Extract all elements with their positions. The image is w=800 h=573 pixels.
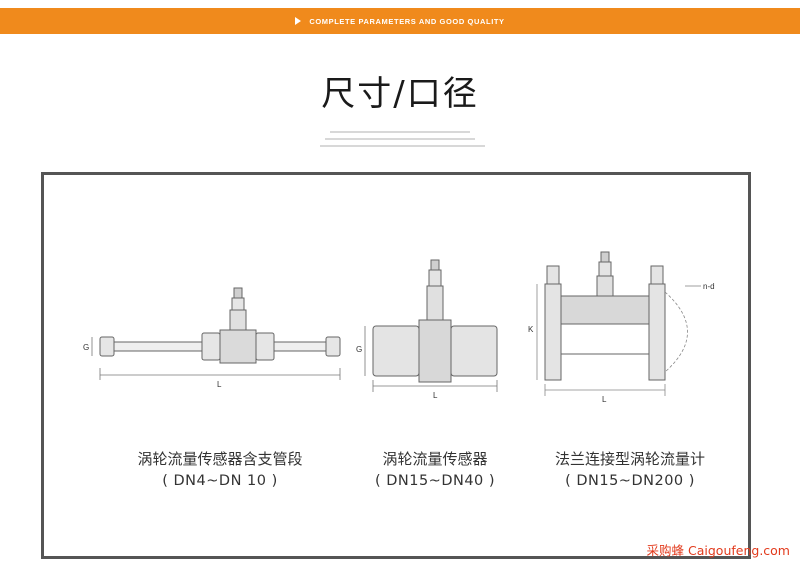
diagram-turbine-sensor: G L xyxy=(356,259,498,400)
caption-branch-pipe-sensor: 涡轮流量传感器含支管段 ( DN4~DN 10 ) xyxy=(80,448,360,492)
decorative-line xyxy=(325,138,475,140)
caption-range: ( DN4~DN 10 ) xyxy=(162,473,278,489)
diagram-branch-pipe-sensor: G L xyxy=(83,287,341,389)
caption-name: 法兰连接型涡轮流量计 xyxy=(554,450,705,468)
dim-l-label: L xyxy=(217,380,222,389)
caption-flange-flowmeter: 法兰连接型涡轮流量计 ( DN15~DN200 ) xyxy=(520,448,740,492)
decorative-line xyxy=(330,131,470,133)
dim-k-label: K xyxy=(528,325,534,334)
dim-nd-label: n-d xyxy=(703,282,715,291)
top-banner: COMPLETE PARAMETERS AND GOOD QUALITY xyxy=(0,8,800,34)
banner-text: COMPLETE PARAMETERS AND GOOD QUALITY xyxy=(309,16,505,26)
dim-l-label: L xyxy=(602,395,607,404)
caption-name: 涡轮流量传感器含支管段 xyxy=(137,450,303,468)
caption-name: 涡轮流量传感器 xyxy=(382,450,488,468)
dim-l-label: L xyxy=(433,391,438,400)
page-title: 尺寸/口径 xyxy=(321,74,479,114)
play-arrow-icon xyxy=(295,17,302,25)
dim-g-label: G xyxy=(356,345,362,354)
decorative-line xyxy=(320,145,485,147)
watermark: 采购蜂 Caigoufeng.com xyxy=(646,543,790,558)
caption-turbine-sensor: 涡轮流量传感器 ( DN15~DN40 ) xyxy=(355,448,515,492)
caption-range: ( DN15~DN40 ) xyxy=(374,473,496,489)
caption-range: ( DN15~DN200 ) xyxy=(565,473,695,489)
dim-g-label: G xyxy=(83,343,89,352)
diagram-flange-flowmeter: K L n-d xyxy=(528,251,715,404)
